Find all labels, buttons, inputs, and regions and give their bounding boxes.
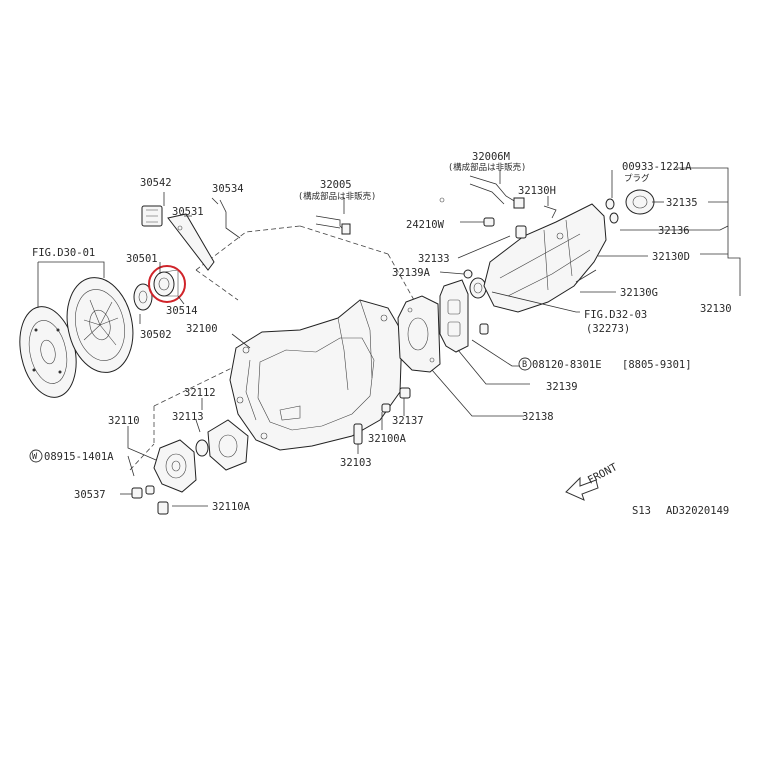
b-symbol-circle bbox=[518, 357, 532, 371]
front-cover-drawing bbox=[207, 419, 249, 471]
label-32110: 32110 bbox=[108, 415, 140, 427]
w-symbol-letter: W bbox=[32, 452, 38, 462]
label-32100: 32100 bbox=[186, 323, 218, 335]
bracket-32130h-drawing bbox=[543, 205, 557, 219]
w-symbol-circle bbox=[29, 449, 43, 463]
sensor-24210w-drawing bbox=[483, 217, 495, 227]
bolt-b08120-drawing bbox=[479, 323, 489, 335]
label-32005-note: (構成部品は非販売) bbox=[298, 191, 376, 202]
label-30542: 30542 bbox=[140, 177, 172, 189]
label-32135: 32135 bbox=[666, 197, 698, 209]
bolt-32130g-drawing bbox=[575, 269, 597, 283]
label-32113: 32113 bbox=[172, 411, 204, 423]
label-ref-code: AD32020149 bbox=[666, 505, 729, 517]
label-32130g: 32130G bbox=[620, 287, 658, 299]
retainer-spring-drawing bbox=[219, 199, 241, 239]
plug-32135-drawing bbox=[625, 189, 655, 215]
dust-boot-drawing bbox=[141, 205, 163, 227]
seal-ring-drawing bbox=[469, 277, 487, 299]
label-32133: 32133 bbox=[418, 253, 450, 265]
part-labels: 32006M (構成部品は非販売) 00933-1221A プラグ 30542 … bbox=[32, 151, 732, 517]
gasket-drawing bbox=[195, 439, 209, 457]
bearing-sleeve-drawing bbox=[153, 269, 179, 297]
label-32103: 32103 bbox=[340, 457, 372, 469]
label-front: FRONT bbox=[586, 461, 620, 487]
label-30531: 30531 bbox=[172, 206, 204, 218]
label-30537: 30537 bbox=[74, 489, 106, 501]
label-30502: 30502 bbox=[140, 329, 172, 341]
label-32005: 32005 bbox=[320, 179, 352, 191]
label-32139: 32139 bbox=[546, 381, 578, 393]
washer-drawing bbox=[605, 198, 619, 224]
label-32130: 32130 bbox=[700, 303, 732, 315]
clutch-disc-drawing bbox=[19, 306, 77, 398]
gasket-plate-drawing bbox=[439, 279, 469, 353]
label-model: S13 bbox=[632, 505, 651, 517]
label-32112: 32112 bbox=[184, 387, 216, 399]
withdrawal-lever-drawing bbox=[167, 213, 215, 271]
switch-32005-drawing bbox=[315, 215, 351, 235]
release-bearing-drawing bbox=[133, 283, 153, 311]
label-32137: 32137 bbox=[392, 415, 424, 427]
label-b08120-range: [8805-9301] bbox=[622, 359, 692, 371]
label-32139a: 32139A bbox=[392, 267, 431, 279]
label-32138: 32138 bbox=[522, 411, 554, 423]
label-32273: (32273) bbox=[586, 323, 630, 335]
bolts-32137-drawing bbox=[381, 387, 411, 413]
speedo-cable-drawing bbox=[439, 175, 525, 209]
label-plug-note: プラグ bbox=[624, 173, 650, 184]
label-00933: 00933-1221A bbox=[622, 161, 692, 173]
label-30534: 30534 bbox=[212, 183, 244, 195]
leader-lines bbox=[120, 167, 741, 507]
label-32006m-note: (構成部品は非販売) bbox=[448, 162, 526, 173]
label-32136: 32136 bbox=[658, 225, 690, 237]
bolts-lower-drawing bbox=[131, 485, 169, 515]
label-24210w: 24210W bbox=[406, 219, 445, 231]
pressure-plate-drawing bbox=[66, 277, 134, 373]
clutch-housing-drawing bbox=[229, 299, 403, 451]
b-symbol-letter: B bbox=[522, 360, 527, 370]
label-32130d: 32130D bbox=[652, 251, 690, 263]
transmission-case-drawing bbox=[483, 203, 607, 313]
bearing-retainer-drawing bbox=[153, 439, 197, 493]
label-32100a: 32100A bbox=[368, 433, 407, 445]
label-30501: 30501 bbox=[126, 253, 158, 265]
label-32006m: 32006M bbox=[472, 151, 510, 163]
label-figd3203: FIG.D32-03 bbox=[584, 309, 647, 321]
adapter-plate-drawing bbox=[397, 295, 441, 373]
label-32130h: 32130H bbox=[518, 185, 556, 197]
front-arrow bbox=[565, 476, 599, 501]
dashed-frame bbox=[129, 225, 415, 471]
label-b08120: 08120-8301E bbox=[532, 359, 602, 371]
label-figd3001: FIG.D30-01 bbox=[32, 247, 95, 259]
highlight-circle bbox=[148, 265, 186, 303]
bolt-32103-drawing bbox=[353, 423, 363, 445]
nut-32139a-drawing bbox=[463, 269, 473, 279]
label-w08915: 08915-1401A bbox=[44, 451, 114, 463]
label-32110a: 32110A bbox=[212, 501, 251, 513]
label-30514: 30514 bbox=[166, 305, 198, 317]
figd3001-leader-b bbox=[38, 261, 105, 278]
